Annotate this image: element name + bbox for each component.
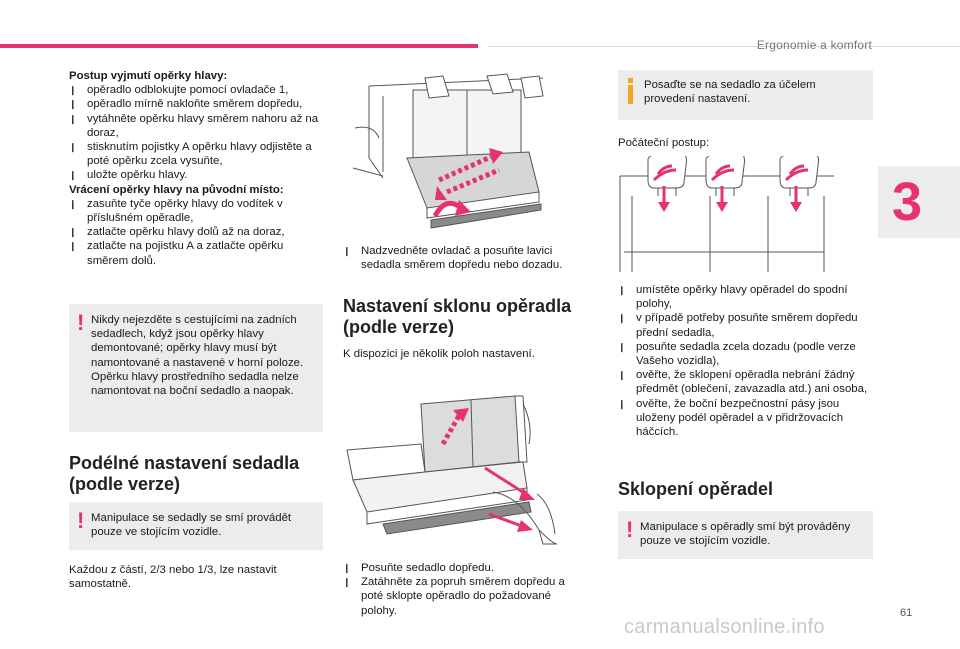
tilt-arrow-icon (440, 410, 464, 446)
list-item: vytáhněte opěrku hlavy směrem nahoru až … (69, 112, 323, 140)
warning-icon: ! (77, 508, 85, 533)
heading-folding: Sklopení opěradel (618, 479, 774, 499)
list-item: stisknutím pojistky A opěrku hlavy odjis… (69, 140, 323, 168)
info-text: Posaďte se na sedadlo za účelem proveden… (644, 79, 816, 106)
backrest-tilt-illustration (346, 395, 558, 545)
strap-arrow-icon (484, 466, 530, 498)
list-item: Zatáhněte za popruh směrem dopředu a pot… (343, 575, 575, 618)
list-item: umístěte opěrky hlavy opěradel do spodní… (618, 283, 876, 311)
initial-procedure-label: Počáteční postup: (618, 137, 710, 149)
list-item: zatlačte na pojistku A a zatlačte opěrku… (69, 239, 323, 267)
list-item: opěradlo odblokujte pomocí ovladače 1, (69, 83, 323, 97)
removal-title: Postup vyjmutí opěrky hlavy: (69, 70, 228, 82)
chapter-number: 3 (892, 172, 923, 232)
list-item: Posuňte sedadlo dopředu. (343, 561, 575, 575)
header-accent-bar (0, 44, 478, 48)
headrest-lower-illustration (619, 156, 834, 272)
list-item: ověřte, že sklopení opěradla nebrání žád… (618, 368, 876, 396)
return-title: Vrácení opěrky hlavy na původní místo: (69, 183, 284, 196)
section-title: Ergonomie a komfort (756, 38, 872, 52)
backrest-fold-steps: Posuňte sedadlo dopředu. Zatáhněte za po… (343, 561, 575, 618)
seat-slide-steps: Nadzvedněte ovladač a posuňte lavici sed… (343, 244, 575, 272)
warning-text: Manipulace se sedadly se smí provádět po… (91, 512, 292, 539)
info-icon (628, 78, 633, 104)
header-rule (488, 46, 960, 47)
info-box: Posaďte se na sedadlo za účelem proveden… (618, 70, 873, 120)
body-positions: K dispozici je několik poloh nastavení. (343, 348, 535, 360)
initial-procedure-steps: umístěte opěrky hlavy opěradel do spodní… (618, 283, 876, 439)
seat-slide-illustration (352, 73, 544, 229)
down-arrow-icon (652, 164, 809, 204)
page-number: 61 (900, 607, 913, 619)
list-item: v případě potřeby posuňte směrem dopředu… (618, 311, 876, 339)
warning-text: Manipulace s opěradly smí být prováděny … (640, 521, 851, 548)
warning-box-seat-adjust: ! Manipulace se sedadly se smí provádět … (69, 502, 323, 550)
warning-box-folding: ! Manipulace s opěradly smí být prováděn… (618, 511, 873, 559)
removal-steps: opěradlo odblokujte pomocí ovladače 1, o… (69, 83, 323, 183)
list-item: zasuňte tyče opěrky hlavy do vodítek v p… (69, 197, 323, 225)
body-parts: Každou z částí, 2/3 nebo 1/3, lze nastav… (69, 564, 277, 591)
warning-icon: ! (626, 517, 634, 542)
list-item: zatlačte opěrku hlavy dolů až na doraz, (69, 225, 323, 239)
list-item: opěradlo mírně nakloňte směrem dopředu, (69, 97, 323, 111)
list-item: Nadzvedněte ovladač a posuňte lavici sed… (343, 244, 575, 272)
list-item: uložte opěrku hlavy. (69, 168, 323, 182)
return-steps: zasuňte tyče opěrky hlavy do vodítek v p… (69, 197, 323, 268)
warning-icon: ! (77, 310, 85, 335)
warning-box-headrest: ! Nikdy nejezděte s cestujícími na zadní… (69, 304, 323, 432)
warning-text: Nikdy nejezděte s cestujícími na zadních… (91, 314, 304, 398)
list-item: ověřte, že boční bezpečnostní pásy jsou … (618, 397, 876, 440)
watermark: carmanualsonline.info (624, 616, 825, 638)
headrest-instructions: Postup vyjmutí opěrky hlavy: opěradlo od… (69, 69, 323, 268)
chapter-tab: 3 (878, 166, 960, 238)
forward-arrow-icon (437, 153, 495, 183)
list-item: posuňte sedadla zcela dozadu (podle verz… (618, 340, 876, 368)
heading-backrest-tilt: Nastavení sklonu opěradla (podle verze) (343, 296, 572, 337)
heading-longitudinal: Podélné nastavení sedadla (podle verze) (69, 453, 300, 494)
